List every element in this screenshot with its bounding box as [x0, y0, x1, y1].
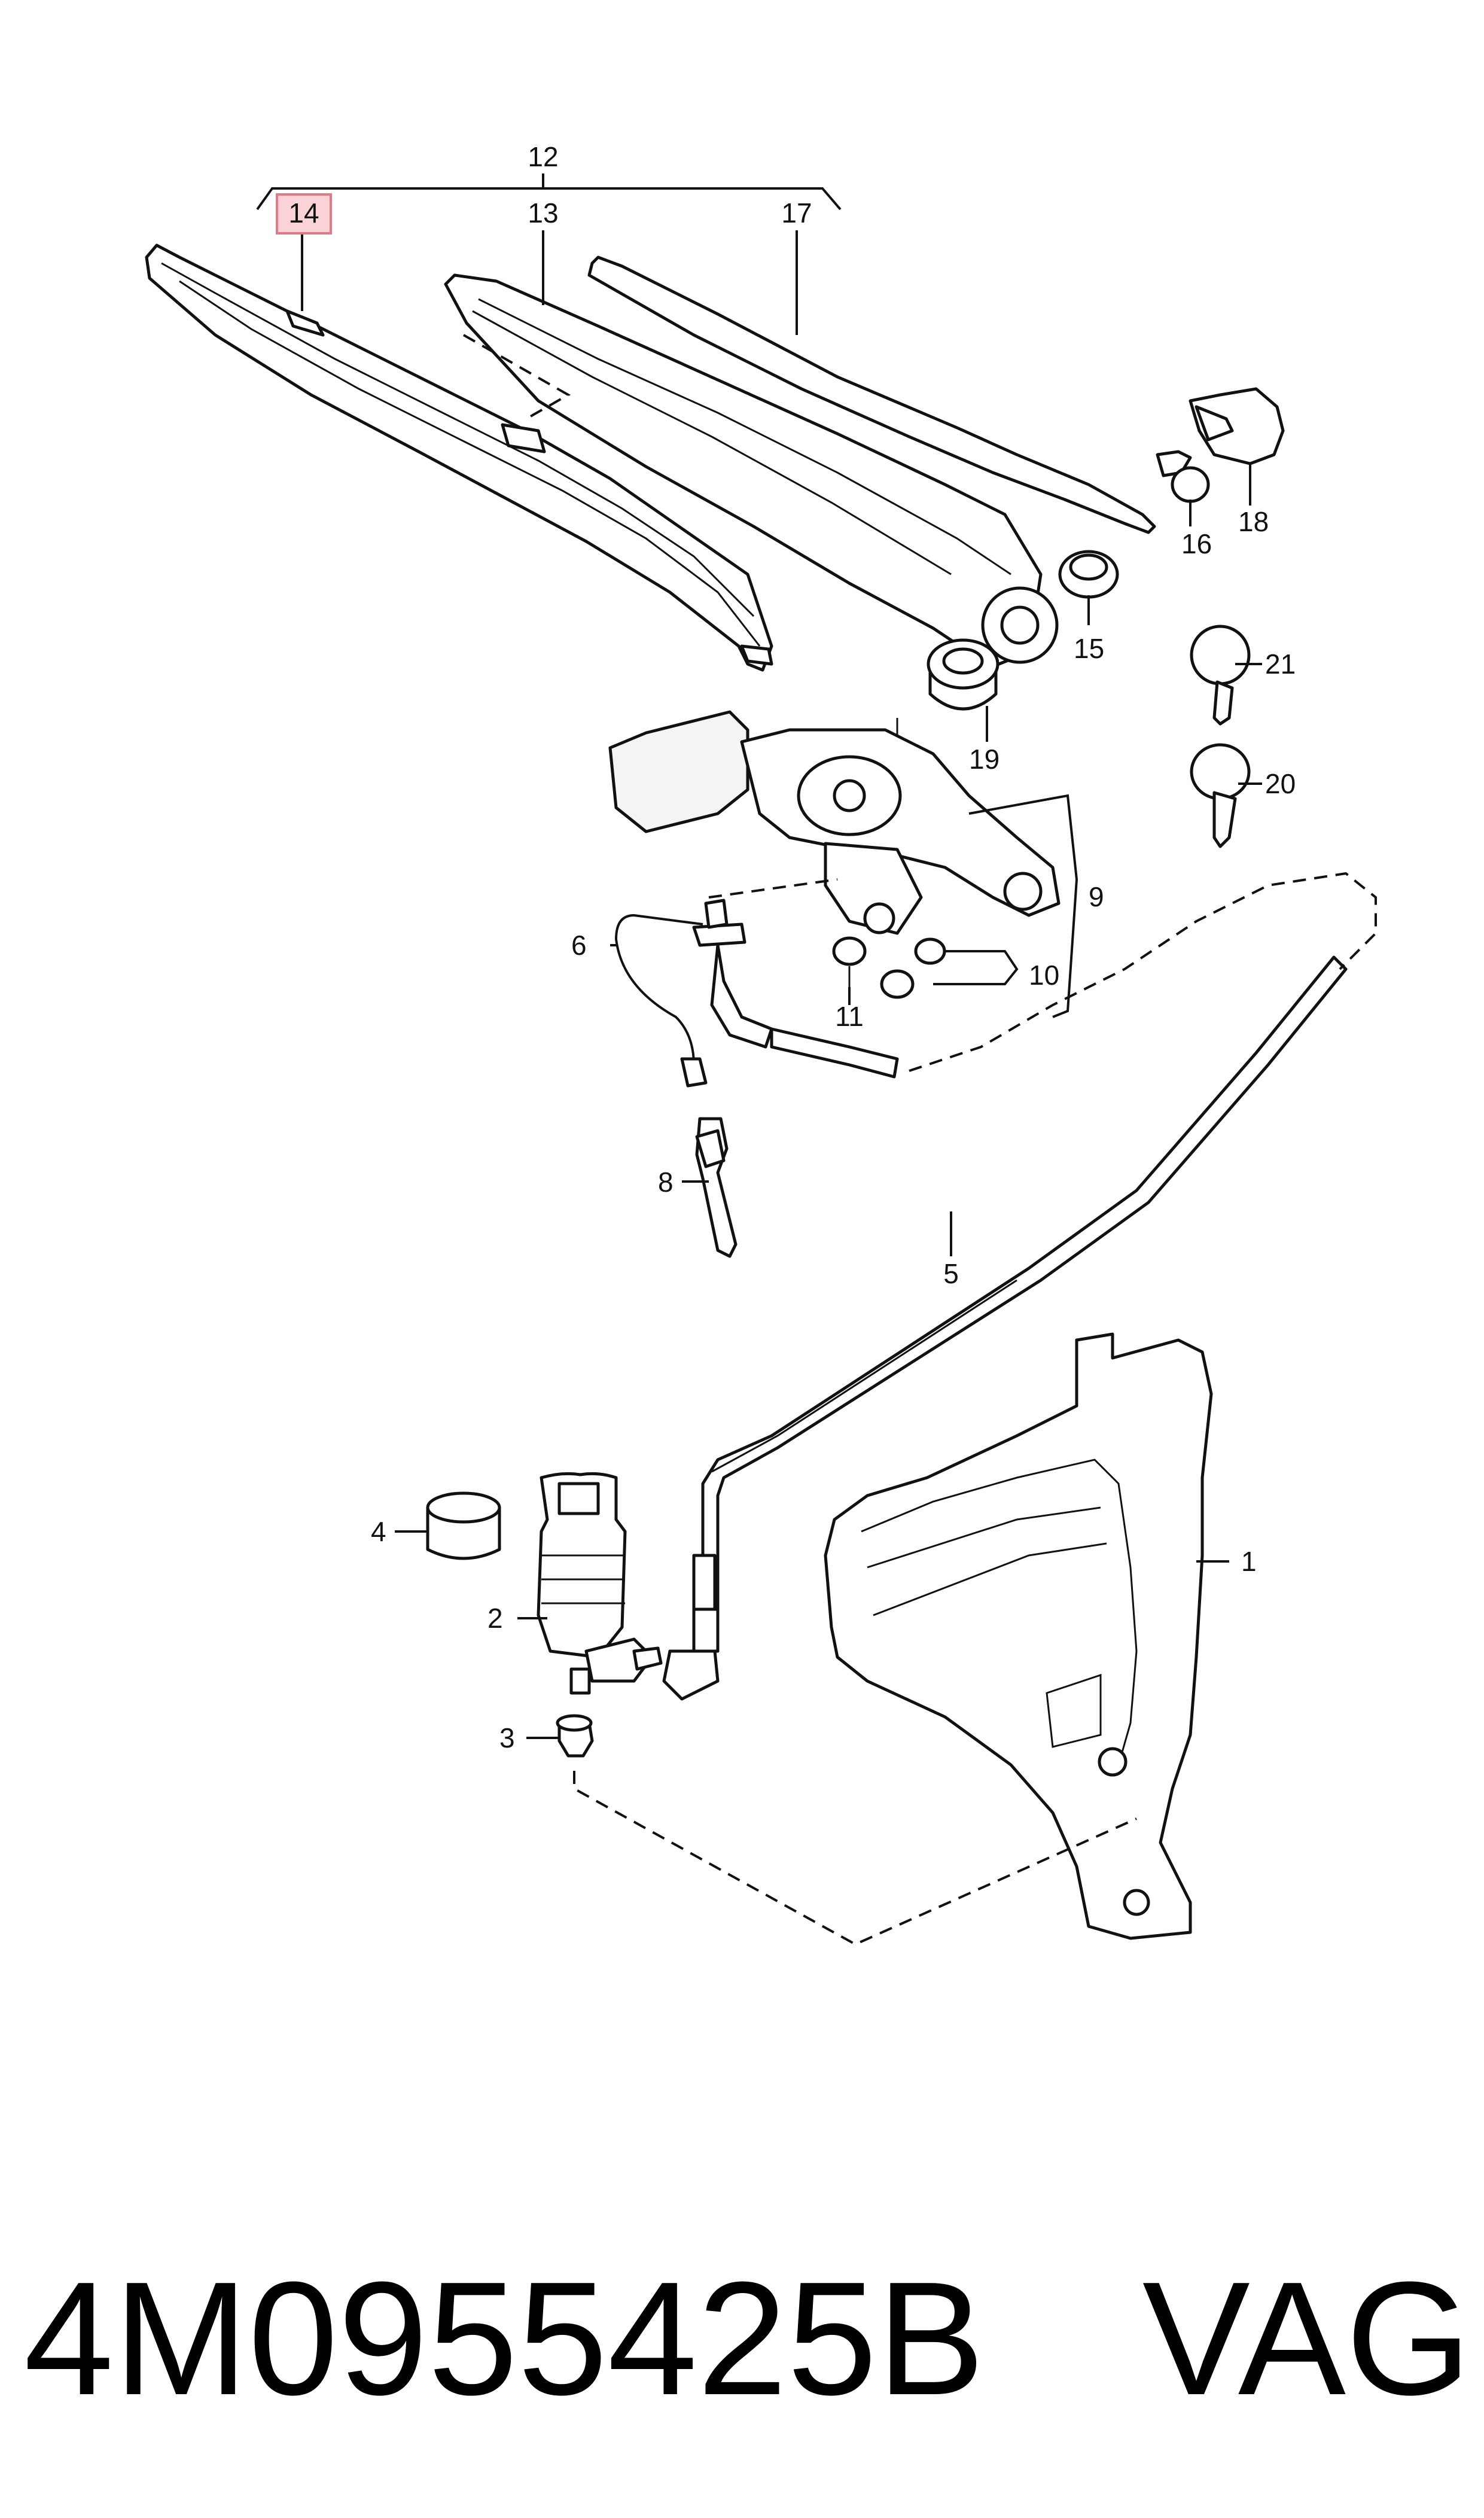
callout-3: 3: [499, 1722, 515, 1753]
group-bracket-12: [256, 173, 842, 211]
washer-reservoir: [824, 1332, 1213, 1940]
callout-12: 12: [528, 141, 558, 172]
part-number-footer: 4M0955425B VAG: [24, 2249, 1471, 2429]
callout-20: 20: [1265, 768, 1296, 799]
cable-tie-21: [1190, 625, 1251, 726]
nut: [1058, 550, 1119, 599]
sealing-lip: [587, 255, 1156, 534]
callout-13: 13: [528, 197, 558, 229]
wiper-arm: [444, 273, 1059, 666]
callout-5: 5: [943, 1258, 959, 1289]
dashed-leader-hose: [909, 872, 1377, 1072]
grommet: [927, 638, 1000, 711]
dashed-leader-motor: [708, 878, 838, 899]
callout-9: 9: [1089, 881, 1104, 912]
callout-17: 17: [781, 197, 812, 229]
bolt: [914, 937, 946, 965]
brand-label: VAG: [1142, 2249, 1471, 2429]
ring-seal: [426, 1491, 501, 1560]
callout-8: 8: [658, 1167, 674, 1198]
callout-2: 2: [487, 1603, 503, 1634]
leader-lines: [301, 230, 1262, 1739]
callout-4: 4: [371, 1516, 386, 1547]
part-number: 4M0955425B: [24, 2249, 985, 2429]
group-bracket-9: [968, 794, 1078, 1018]
callout-14: 14: [288, 197, 319, 229]
washer-hose-long: [662, 955, 1348, 1701]
washer-hose: [614, 899, 899, 1088]
callout-highlight-box: [276, 193, 332, 235]
callout-21: 21: [1265, 648, 1296, 680]
hex-nut: [832, 936, 867, 987]
callout-6: 6: [571, 930, 587, 961]
callout-19: 19: [969, 744, 1000, 775]
pump-grommet: [556, 1714, 594, 1758]
callout-11: 11: [835, 1001, 864, 1032]
wiper-motor: [608, 710, 1061, 935]
wiper-blade: [145, 243, 773, 672]
washer-pump: [537, 1472, 663, 1695]
clip: [1156, 450, 1210, 503]
callout-16: 16: [1181, 528, 1212, 559]
bolt-2: [880, 969, 915, 999]
callout-15: 15: [1074, 633, 1104, 664]
callout-1: 1: [1241, 1546, 1257, 1577]
dashed-leader-reservoir: [573, 1771, 1137, 1946]
cable-tie-20: [1190, 743, 1251, 848]
callout-10: 10: [1029, 960, 1059, 991]
cover-cap: [1189, 387, 1285, 465]
washer-nozzle: [695, 1117, 738, 1258]
callout-18: 18: [1238, 506, 1269, 537]
group-bracket-10: [933, 950, 1019, 985]
